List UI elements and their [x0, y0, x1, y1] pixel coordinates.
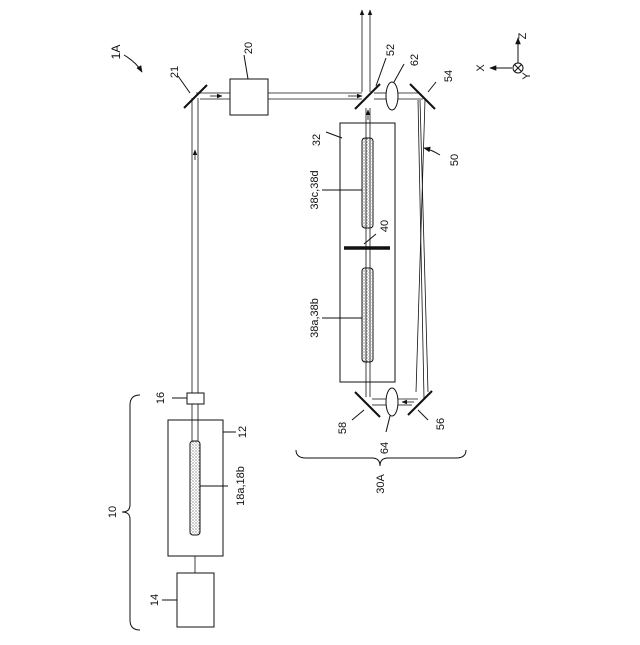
label-18: 18a,18b [235, 466, 247, 506]
label-20: 20 [243, 42, 255, 54]
axis-label-x: X [475, 64, 487, 72]
label-21: 21 [169, 66, 181, 78]
leader-50 [424, 148, 440, 155]
element-16 [187, 393, 204, 404]
label-1A: 1A [109, 45, 123, 60]
label-52: 52 [385, 44, 397, 56]
amp-rod-38ab [362, 268, 373, 362]
label-12: 12 [237, 426, 249, 438]
label-40: 40 [379, 220, 391, 232]
mirror-21 [184, 85, 207, 108]
leader-56 [418, 410, 428, 420]
leader-52 [376, 58, 386, 86]
unit-14-box [177, 573, 214, 627]
lens-62 [386, 82, 398, 110]
label-38cd: 38c,38d [309, 170, 321, 209]
label-62: 62 [409, 54, 421, 66]
label-56: 56 [435, 418, 447, 430]
label-64: 64 [379, 442, 391, 454]
label-10: 10 [107, 506, 119, 518]
label-38ab: 38a,38b [309, 298, 321, 338]
leader-1A [124, 55, 142, 72]
leader-64 [386, 416, 390, 432]
label-16: 16 [155, 392, 167, 404]
mirror-58 [355, 392, 380, 417]
unit-20-box [230, 79, 268, 115]
laser-rod-18 [190, 441, 200, 535]
leader-58 [352, 410, 364, 420]
label-32: 32 [311, 134, 323, 146]
label-58: 58 [337, 422, 349, 434]
axis-label-z: Z [517, 32, 529, 39]
leader-20 [244, 55, 248, 79]
leader-54 [428, 82, 436, 92]
axis-label-y: Y [521, 72, 533, 80]
lens-64 [386, 388, 398, 416]
label-30A: 30A [375, 474, 387, 494]
amp-rod-38cd [362, 138, 373, 228]
leader-62 [394, 64, 404, 82]
label-14: 14 [149, 594, 161, 606]
brace-10 [122, 395, 140, 630]
label-50: 50 [449, 154, 461, 166]
mirror-52 [355, 84, 380, 109]
label-54: 54 [443, 70, 455, 82]
